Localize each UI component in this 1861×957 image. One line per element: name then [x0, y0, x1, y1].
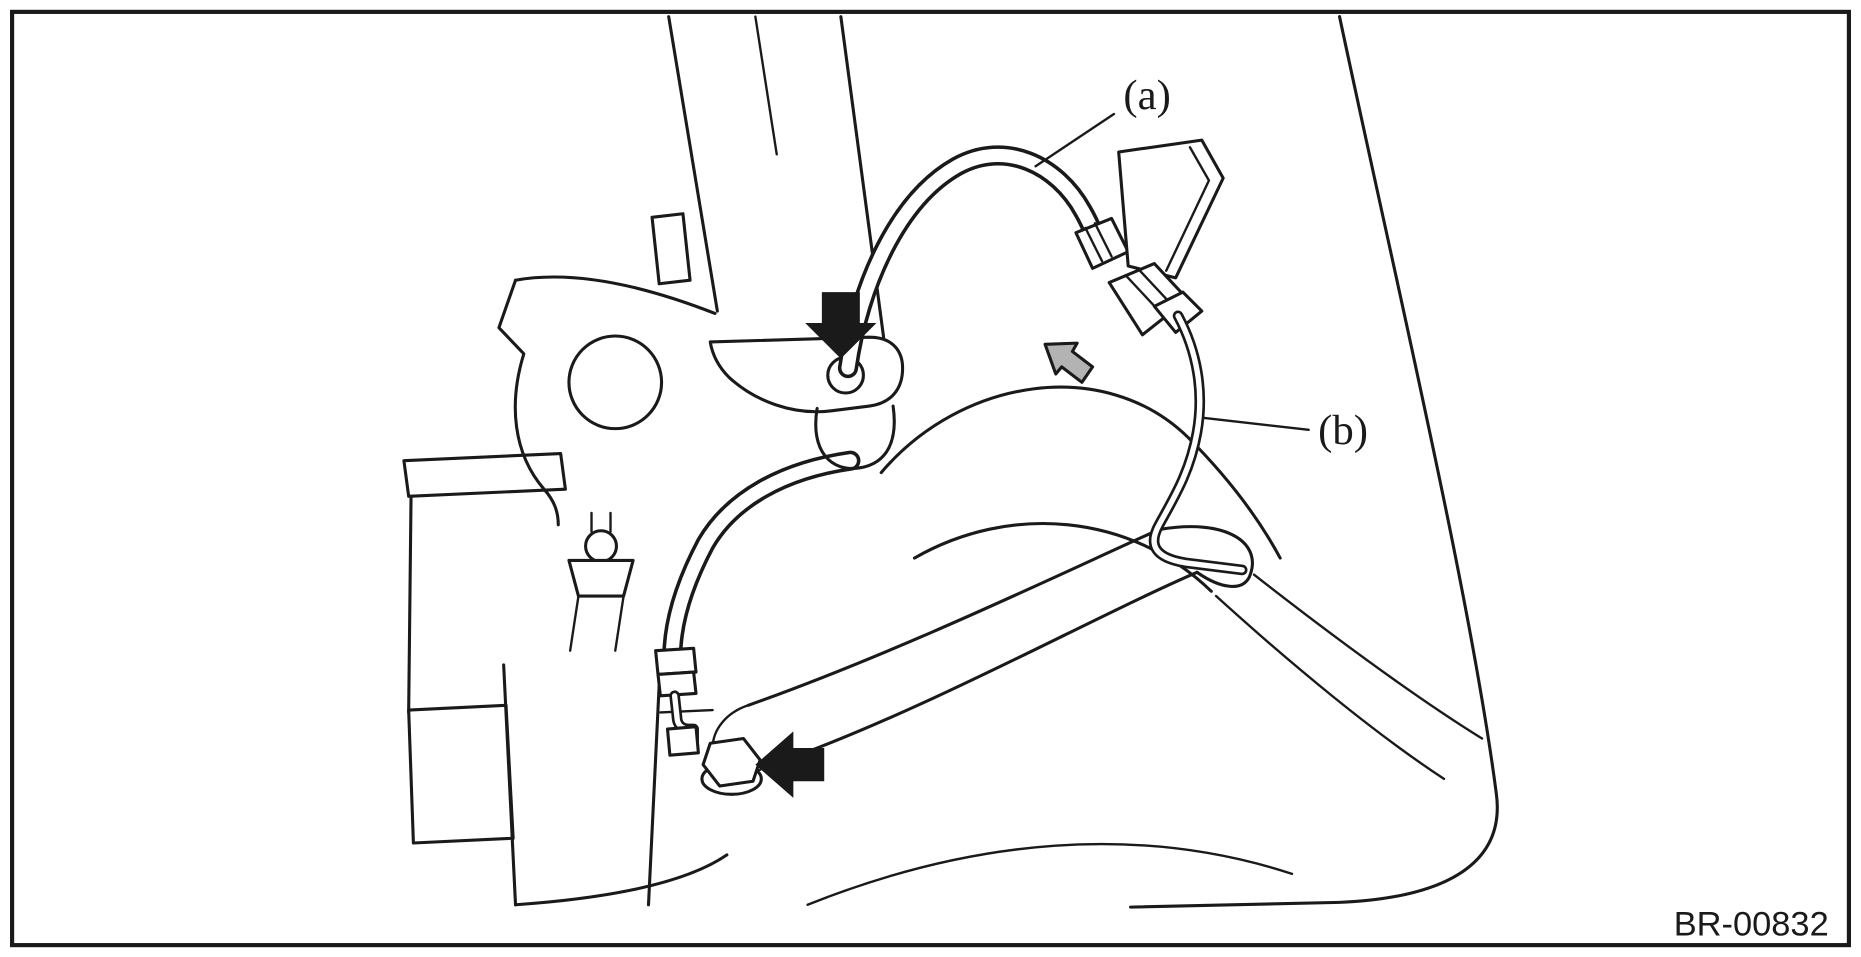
callout-b-label: (b)	[1318, 407, 1368, 454]
brake-hose-lower	[662, 450, 861, 668]
black-left-arrow-icon	[755, 731, 825, 798]
brake-pipe-b	[1148, 310, 1248, 576]
chassis-background-art	[402, 15, 1499, 909]
hose-bracket	[708, 335, 905, 414]
figure-code: BR-00832	[1674, 906, 1829, 944]
leader-line-a	[1034, 112, 1116, 168]
brake-hose-a	[837, 145, 1110, 379]
hose-a-end-fitting	[1074, 138, 1225, 337]
callout-a-label: (a)	[1123, 72, 1170, 119]
leader-line-b	[1202, 416, 1310, 432]
caliper-fitting-and-bolt	[654, 646, 763, 796]
figure-border	[10, 9, 1851, 948]
bolt-hex-head	[701, 736, 762, 788]
black-down-arrow-icon	[805, 292, 877, 359]
tag-plate	[1117, 138, 1225, 280]
gray-upleft-arrow-icon	[1043, 341, 1095, 384]
hose-clamp	[814, 404, 896, 471]
